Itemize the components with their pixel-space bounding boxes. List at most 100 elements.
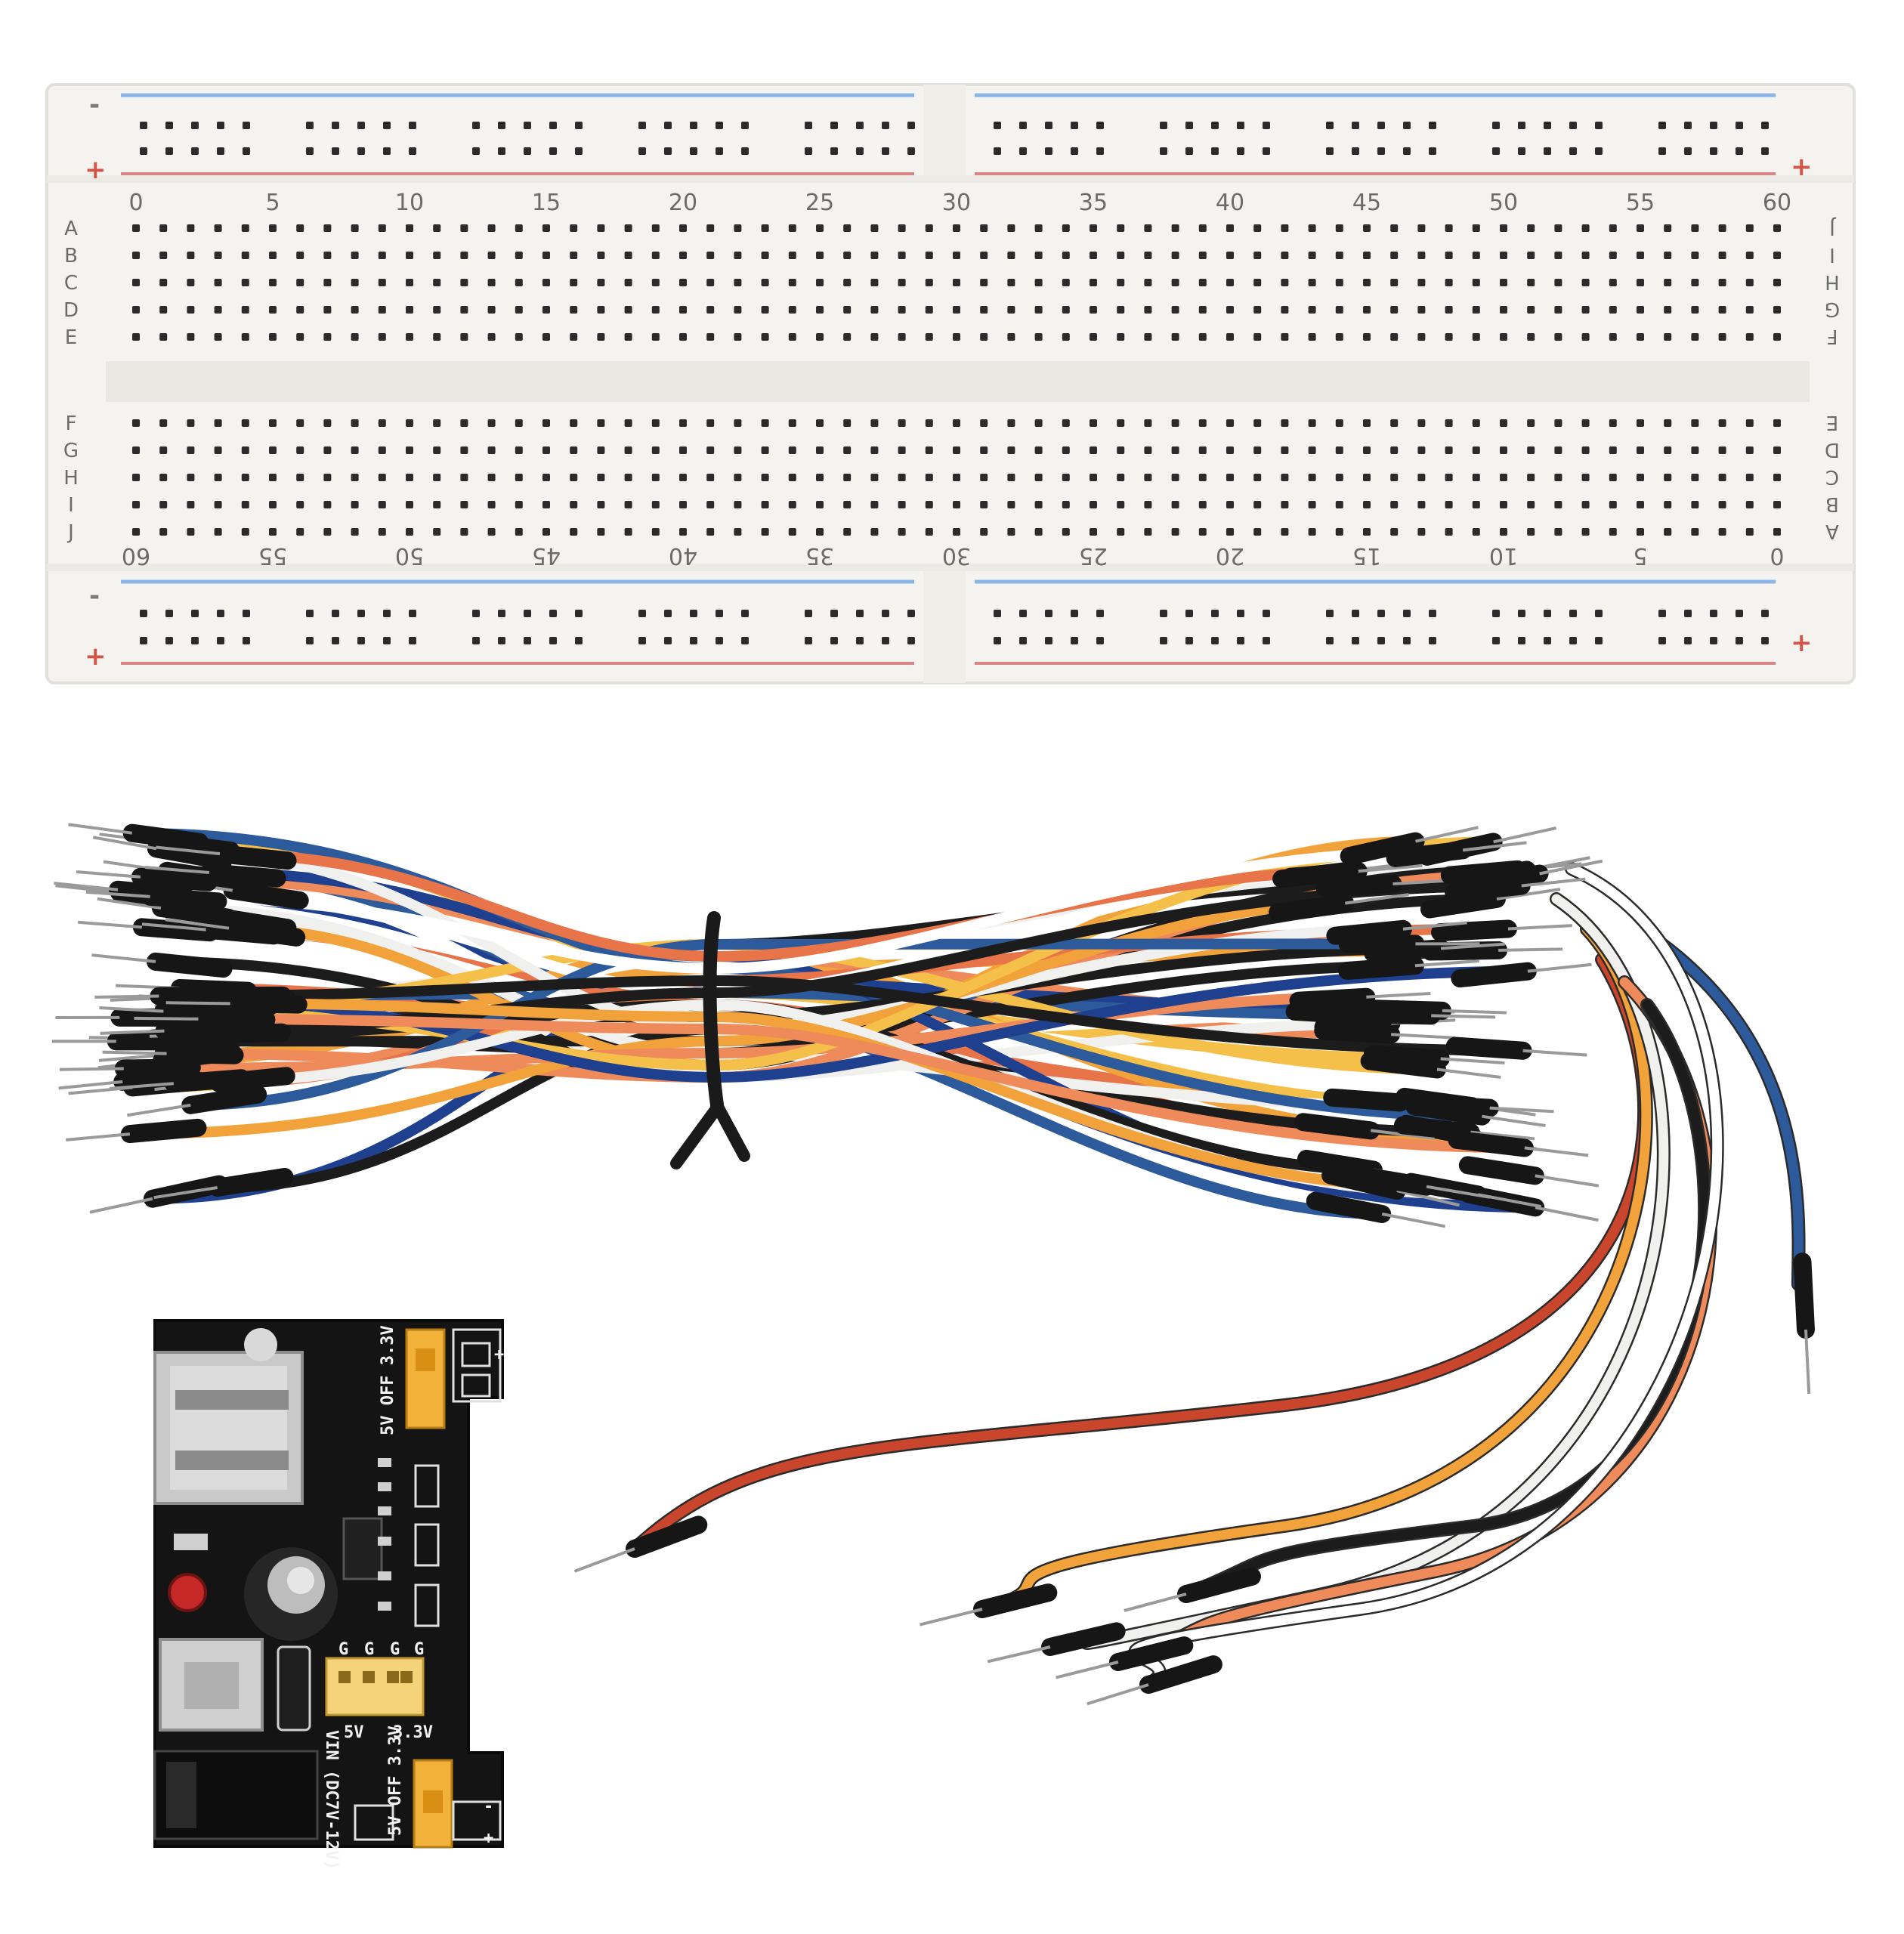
breadboard-hole[interactable] (269, 528, 277, 536)
breadboard-hole[interactable] (1281, 279, 1289, 286)
breadboard-hole[interactable] (1445, 252, 1453, 259)
breadboard-hole[interactable] (472, 637, 480, 644)
breadboard-hole[interactable] (406, 501, 413, 508)
breadboard-hole[interactable] (856, 122, 864, 129)
breadboard-hole[interactable] (1500, 474, 1507, 481)
breadboard-hole[interactable] (1390, 252, 1399, 259)
breadboard-hole[interactable] (191, 637, 199, 644)
breadboard-hole[interactable] (243, 637, 250, 644)
breadboard-hole[interactable] (1253, 279, 1262, 286)
breadboard-hole[interactable] (159, 279, 168, 286)
breadboard-hole[interactable] (1090, 306, 1097, 314)
breadboard-hole[interactable] (716, 147, 723, 155)
breadboard-hole[interactable] (898, 252, 906, 259)
breadboard-hole[interactable] (1390, 419, 1399, 427)
breadboard-hole[interactable] (1472, 501, 1480, 508)
breadboard-hole[interactable] (1745, 279, 1754, 286)
breadboard-hole[interactable] (1198, 528, 1207, 536)
breadboard-hole[interactable] (1144, 306, 1152, 314)
breadboard-hole[interactable] (1595, 637, 1603, 644)
breadboard-hole[interactable] (1472, 333, 1480, 341)
breadboard-hole[interactable] (1445, 528, 1453, 536)
breadboard-hole[interactable] (269, 333, 277, 341)
breadboard-hole[interactable] (856, 637, 864, 644)
breadboard-hole[interactable] (651, 252, 660, 259)
breadboard-hole[interactable] (187, 419, 195, 427)
breadboard-hole[interactable] (1637, 419, 1644, 427)
breadboard-hole[interactable] (816, 474, 824, 481)
breadboard-hole[interactable] (241, 528, 249, 536)
breadboard-hole[interactable] (1263, 610, 1270, 617)
breadboard-hole[interactable] (1773, 252, 1781, 259)
breadboard-hole[interactable] (761, 474, 769, 481)
breadboard-hole[interactable] (1773, 419, 1781, 427)
breadboard-hole[interactable] (1637, 224, 1644, 232)
breadboard-hole[interactable] (1071, 147, 1078, 155)
breadboard-hole[interactable] (1472, 446, 1480, 454)
breadboard-hole[interactable] (843, 419, 852, 427)
breadboard-hole[interactable] (1263, 147, 1270, 155)
breadboard-hole[interactable] (1281, 252, 1289, 259)
breadboard-hole[interactable] (1034, 279, 1043, 286)
breadboard-hole[interactable] (1226, 333, 1234, 341)
breadboard-hole[interactable] (269, 501, 277, 508)
breadboard-hole[interactable] (332, 637, 339, 644)
breadboard-hole[interactable] (788, 224, 796, 232)
breadboard-hole[interactable] (1403, 610, 1411, 617)
breadboard-hole[interactable] (1445, 501, 1453, 508)
breadboard-hole[interactable] (716, 637, 723, 644)
breadboard-hole[interactable] (296, 333, 304, 341)
breadboard-hole[interactable] (296, 446, 304, 454)
breadboard-hole[interactable] (351, 446, 359, 454)
breadboard-hole[interactable] (925, 279, 933, 286)
breadboard-hole[interactable] (898, 446, 906, 454)
breadboard-hole[interactable] (1445, 224, 1453, 232)
breadboard-hole[interactable] (1117, 279, 1125, 286)
breadboard-hole[interactable] (651, 306, 660, 314)
breadboard-hole[interactable] (487, 279, 496, 286)
breadboard-hole[interactable] (1710, 122, 1717, 129)
breadboard-hole[interactable] (638, 147, 646, 155)
breadboard-hole[interactable] (1429, 122, 1436, 129)
breadboard-hole[interactable] (1472, 419, 1480, 427)
breadboard-hole[interactable] (816, 224, 824, 232)
breadboard-hole[interactable] (378, 419, 386, 427)
breadboard-hole[interactable] (716, 122, 723, 129)
breadboard-hole[interactable] (542, 306, 550, 314)
breadboard-hole[interactable] (1062, 279, 1070, 286)
breadboard-hole[interactable] (1377, 122, 1385, 129)
breadboard-hole[interactable] (1198, 419, 1207, 427)
breadboard-hole[interactable] (734, 252, 742, 259)
breadboard-hole[interactable] (734, 419, 742, 427)
breadboard-hole[interactable] (1492, 637, 1500, 644)
breadboard-hole[interactable] (1581, 528, 1590, 536)
breadboard-hole[interactable] (1718, 224, 1726, 232)
breadboard-hole[interactable] (269, 252, 277, 259)
breadboard-hole[interactable] (1144, 224, 1152, 232)
breadboard-hole[interactable] (980, 501, 988, 508)
breadboard-hole[interactable] (1445, 474, 1453, 481)
breadboard-hole[interactable] (306, 610, 314, 617)
breadboard-hole[interactable] (383, 147, 391, 155)
breadboard-hole[interactable] (1237, 610, 1244, 617)
breadboard-hole[interactable] (132, 224, 140, 232)
breadboard-hole[interactable] (1718, 279, 1726, 286)
breadboard-hole[interactable] (406, 306, 413, 314)
breadboard-hole[interactable] (357, 122, 365, 129)
breadboard-hole[interactable] (679, 474, 687, 481)
breadboard-hole[interactable] (1363, 474, 1371, 481)
breadboard-hole[interactable] (1226, 474, 1234, 481)
breadboard-hole[interactable] (165, 122, 173, 129)
breadboard-hole[interactable] (570, 279, 578, 286)
breadboard-hole[interactable] (805, 610, 812, 617)
breadboard-hole[interactable] (830, 610, 838, 617)
breadboard-hole[interactable] (734, 224, 742, 232)
breadboard-hole[interactable] (1253, 252, 1262, 259)
breadboard-hole[interactable] (1581, 279, 1590, 286)
breadboard-hole[interactable] (1658, 122, 1666, 129)
breadboard-hole[interactable] (953, 333, 960, 341)
breadboard-hole[interactable] (882, 122, 889, 129)
breadboard-hole[interactable] (1472, 279, 1480, 286)
breadboard-hole[interactable] (1117, 224, 1125, 232)
breadboard-hole[interactable] (953, 279, 960, 286)
